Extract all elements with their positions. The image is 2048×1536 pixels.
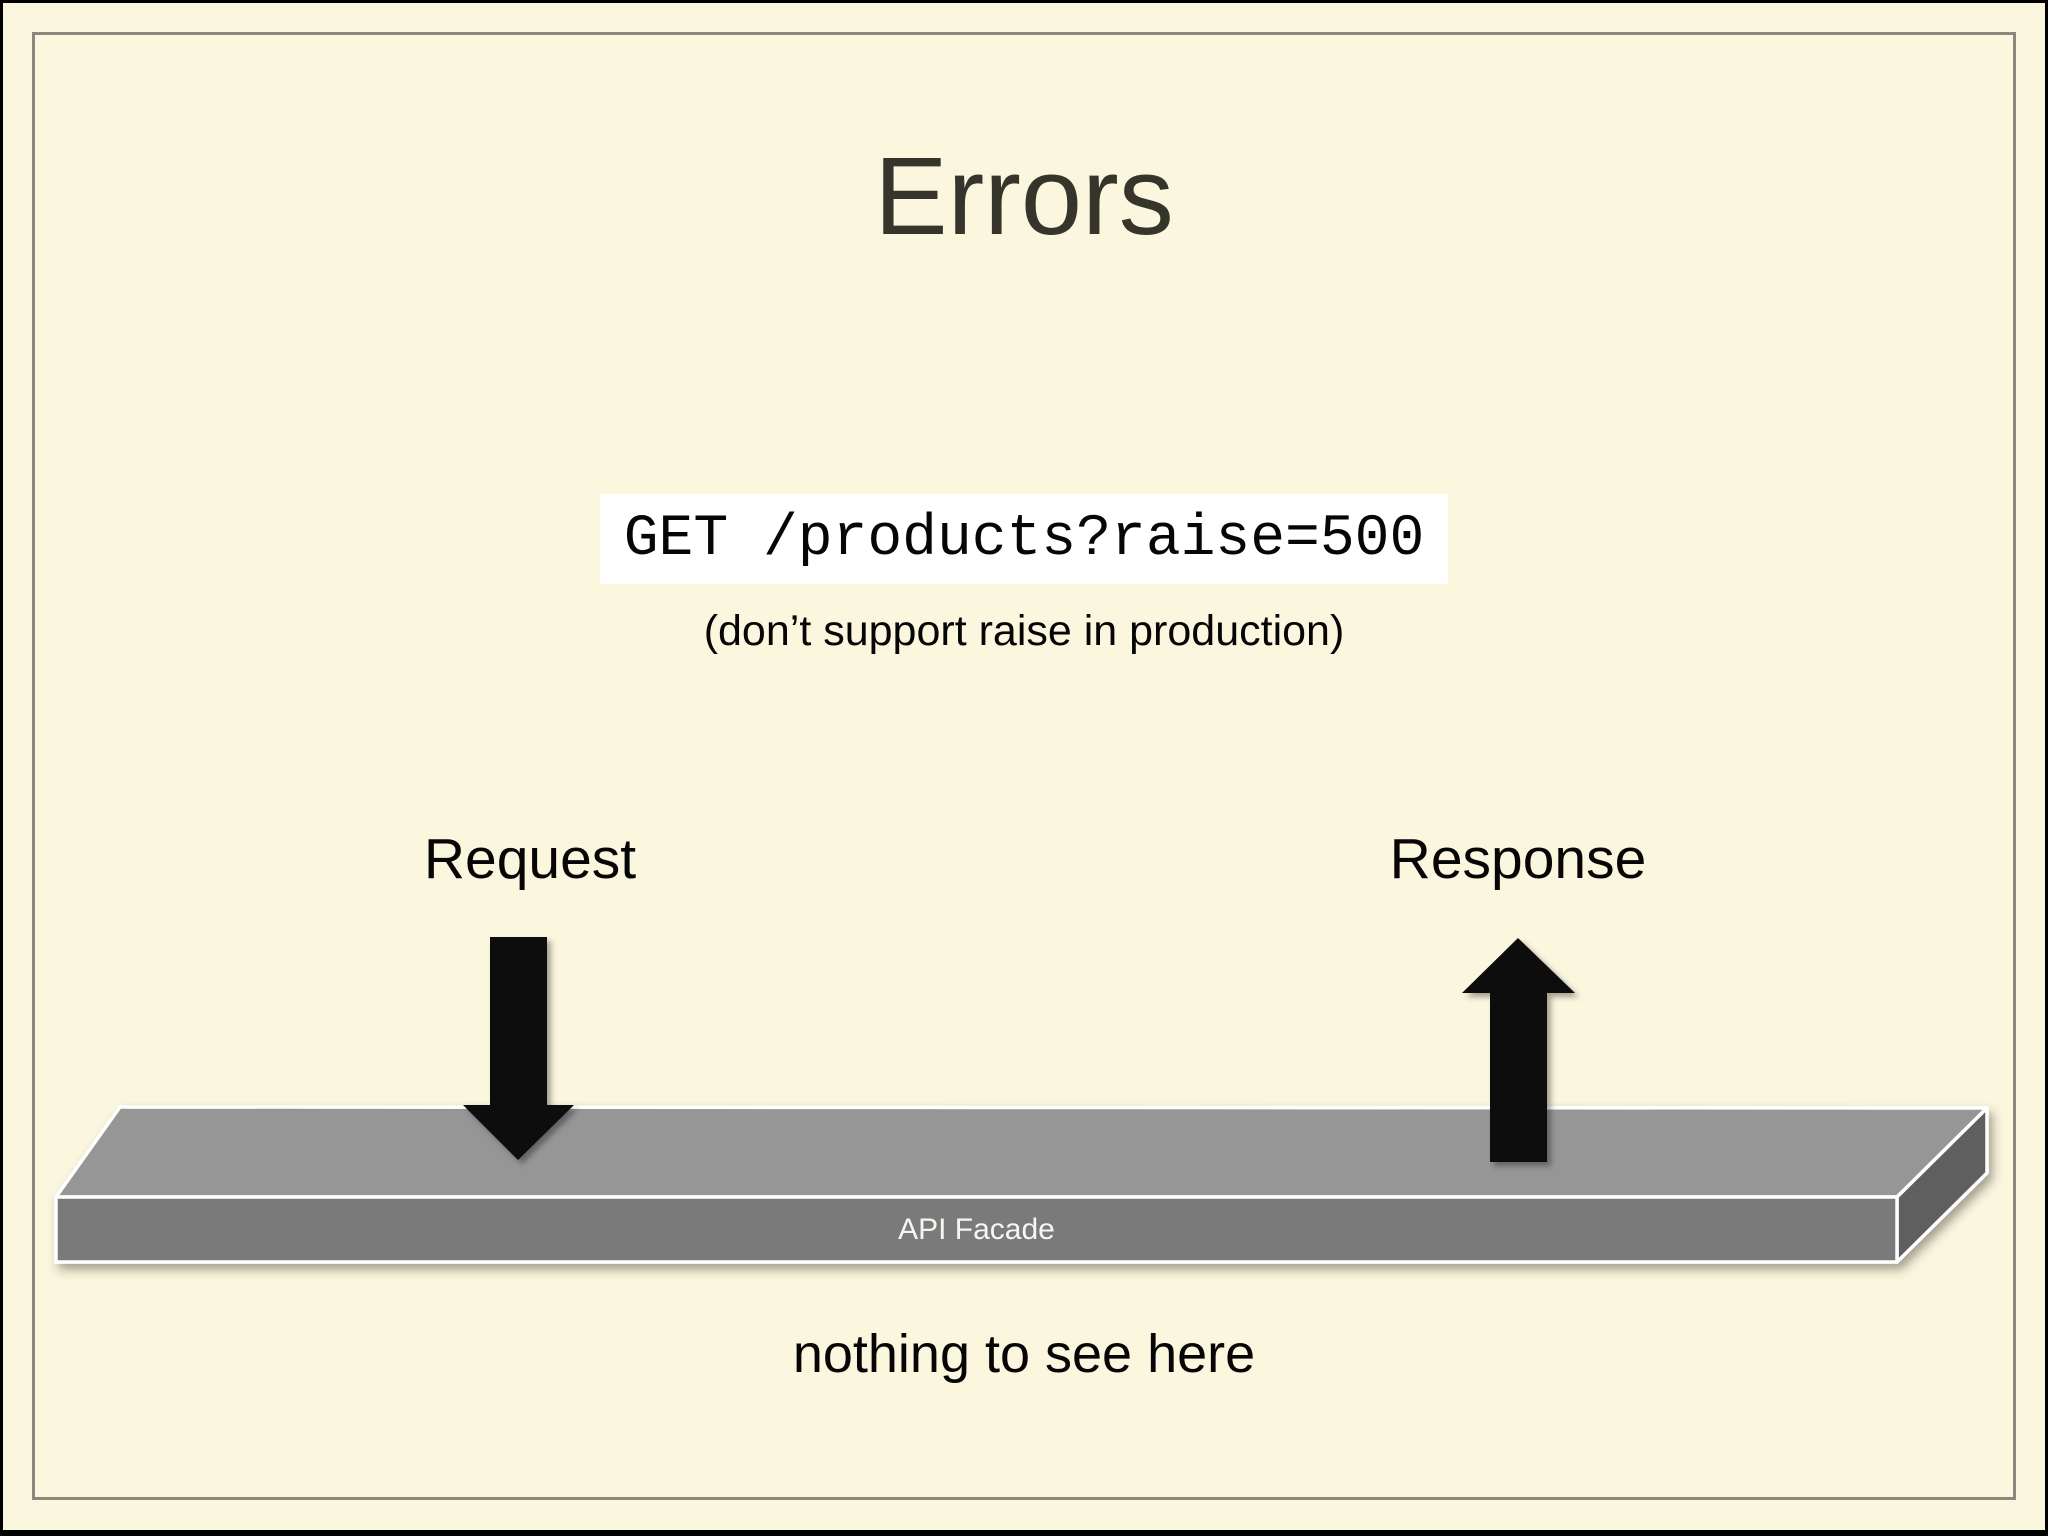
footer-note: nothing to see here	[792, 1324, 1256, 1384]
request-label: Request	[423, 827, 637, 891]
slab-front-face	[54, 1195, 1899, 1264]
request-down-arrow-icon	[463, 937, 574, 1160]
http-request-code-box: GET /products?raise=500	[600, 494, 1448, 584]
response-label: Response	[1389, 827, 1647, 891]
slab-top-face	[54, 1105, 1989, 1199]
http-request-code: GET /products?raise=500	[623, 506, 1425, 572]
code-note: (don’t support raise in production)	[703, 607, 1345, 655]
response-up-arrow-icon	[1462, 938, 1575, 1162]
api-facade-label: API Facade	[898, 1212, 1055, 1246]
page-title: Errors	[874, 135, 1174, 258]
